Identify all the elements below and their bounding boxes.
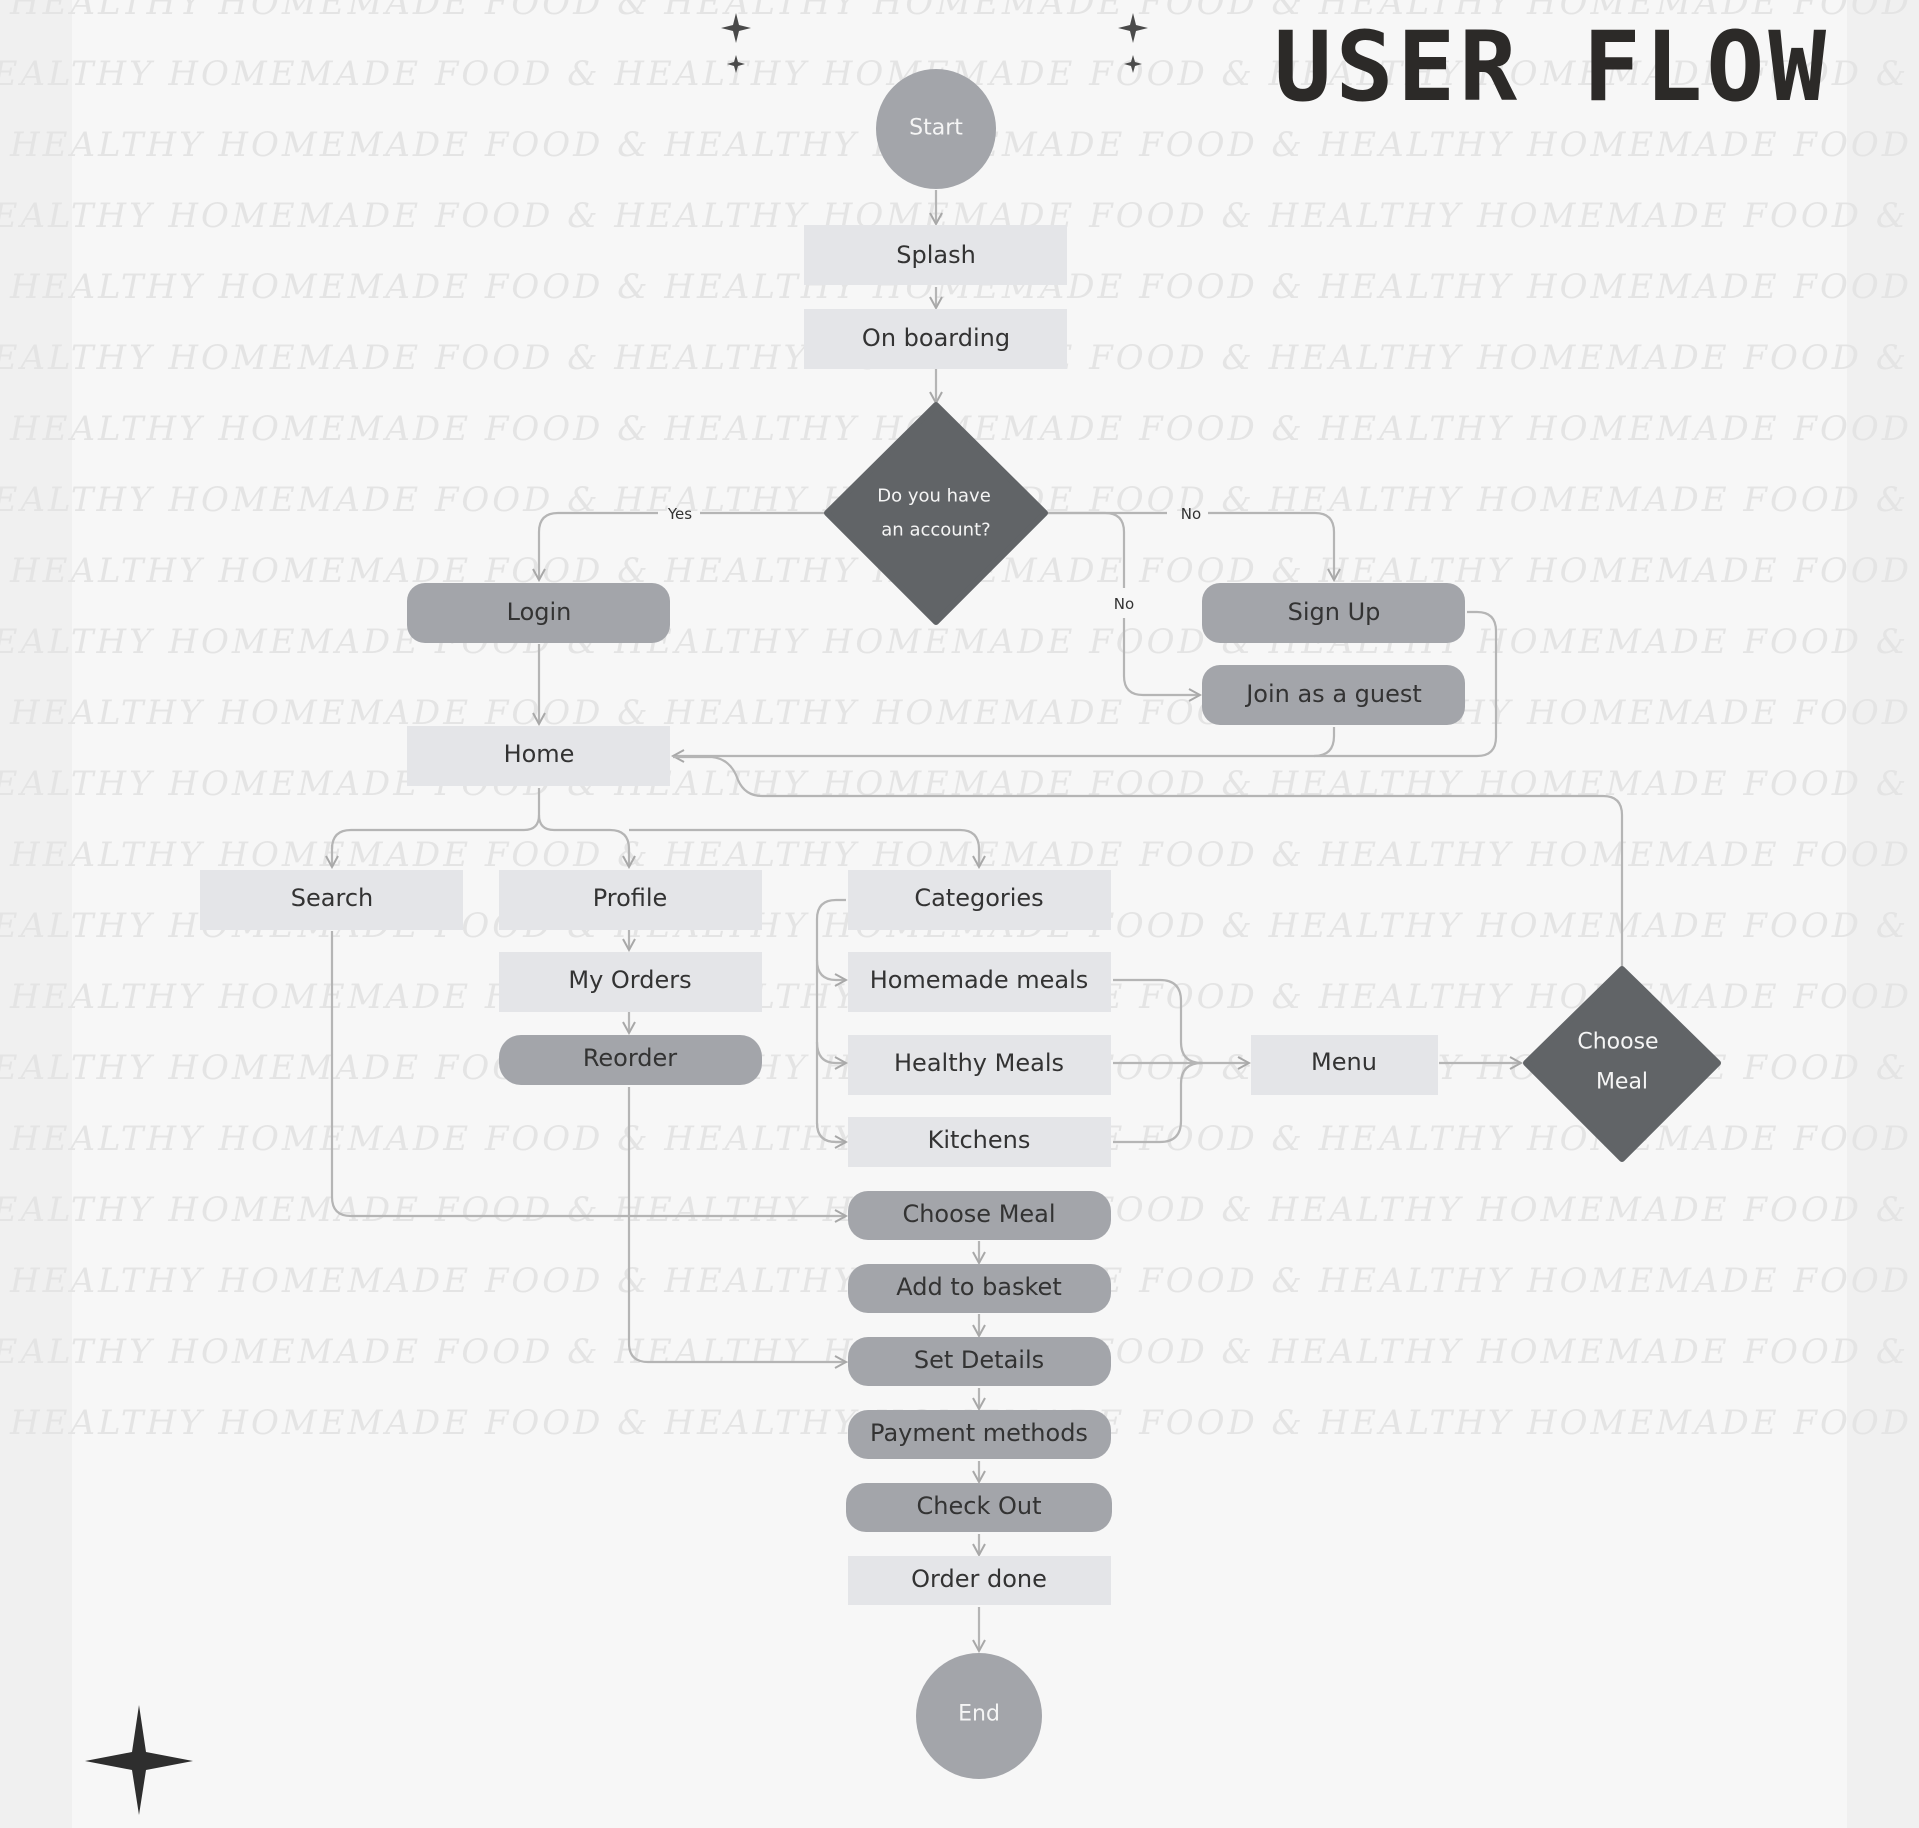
- choose-meal-decision-line-1: Choose: [1577, 1030, 1658, 1055]
- my-orders-node: My Orders: [499, 952, 762, 1012]
- end-node: End: [916, 1653, 1042, 1779]
- edge-home-categories: [629, 828, 979, 867]
- edge-kitchens-menu: [1113, 1061, 1203, 1144]
- add-to-basket-label: Add to basket: [896, 1273, 1061, 1301]
- onboarding-label: On boarding: [862, 324, 1010, 352]
- sparkle-icon: [1118, 13, 1148, 73]
- home-node: Home: [407, 726, 670, 786]
- search-node: Search: [200, 870, 463, 930]
- payment-methods-node: Payment methods: [848, 1410, 1111, 1459]
- edge-homemade-menu: [1113, 978, 1203, 1065]
- my-orders-label: My Orders: [568, 966, 691, 994]
- edge-home-profile: [537, 814, 629, 867]
- check-out-node: Check Out: [846, 1483, 1112, 1532]
- onboarding-node: On boarding: [804, 309, 1067, 369]
- edge-label-no: No: [1114, 595, 1134, 613]
- guest-node: Join as a guest: [1202, 665, 1465, 725]
- homemade-meals-label: Homemade meals: [870, 966, 1089, 994]
- add-to-basket-node: Add to basket: [848, 1264, 1111, 1313]
- order-done-node: Order done: [848, 1556, 1111, 1605]
- watermark-row: HEALTHY HOMEMADE FOOD & HEALTHY HOMEMADE…: [0, 764, 1919, 804]
- categories-node: Categories: [848, 870, 1111, 930]
- kitchens-label: Kitchens: [928, 1126, 1031, 1154]
- healthy-meals-label: Healthy Meals: [894, 1049, 1064, 1077]
- kitchens-node: Kitchens: [848, 1117, 1111, 1167]
- splash-label: Splash: [896, 241, 976, 269]
- edge-home-branch: [330, 788, 541, 850]
- categories-label: Categories: [914, 884, 1043, 912]
- connector-lines: [330, 190, 1624, 1651]
- signup-node: Sign Up: [1202, 583, 1465, 643]
- edge-choosemeal-home: [673, 755, 1624, 967]
- choose-meal-decision-line-2: Meal: [1596, 1070, 1648, 1095]
- profile-label: Profile: [593, 884, 668, 912]
- end-label: End: [958, 1702, 1000, 1727]
- edge-categories-homemade: [815, 959, 846, 980]
- order-done-label: Order done: [911, 1565, 1047, 1593]
- watermark-row: HEALTHY HOMEMADE FOOD & HEALTHY HOMEMADE…: [9, 835, 1919, 875]
- check-out-label: Check Out: [917, 1492, 1042, 1520]
- watermark-row: HEALTHY HOMEMADE FOOD & HEALTHY HOMEMADE…: [9, 0, 1919, 23]
- decision-line-2: an account?: [881, 520, 990, 541]
- choose-meal-decision-node: Choose Meal: [1523, 966, 1721, 1162]
- menu-label: Menu: [1311, 1048, 1377, 1076]
- edge-label-no: No: [1181, 505, 1201, 523]
- home-label: Home: [504, 740, 575, 768]
- edge-decision-guest: [1046, 511, 1200, 695]
- guest-label: Join as a guest: [1244, 680, 1422, 708]
- profile-node: Profile: [499, 870, 762, 930]
- choose-meal-node: Choose Meal: [848, 1191, 1111, 1240]
- choose-meal-label: Choose Meal: [902, 1200, 1055, 1228]
- page-title: USER FLOW: [1274, 11, 1830, 123]
- edge-guest-home: [1313, 727, 1336, 758]
- homemade-meals-node: Homemade meals: [848, 952, 1111, 1012]
- edge-reorder-setdetails: [627, 1087, 846, 1362]
- reorder-node: Reorder: [499, 1035, 762, 1085]
- set-details-label: Set Details: [914, 1346, 1044, 1374]
- start-label: Start: [909, 116, 963, 141]
- edge-decision-login: [539, 511, 826, 580]
- payment-methods-label: Payment methods: [870, 1419, 1088, 1447]
- search-label: Search: [291, 884, 373, 912]
- reorder-label: Reorder: [583, 1044, 677, 1072]
- decision-line-1: Do you have: [877, 486, 991, 507]
- sparkle-icon: [85, 1705, 193, 1815]
- login-label: Login: [507, 598, 572, 626]
- login-node: Login: [407, 583, 670, 643]
- watermark-row: HEALTHY HOMEMADE FOOD & HEALTHY HOMEMADE…: [0, 622, 1919, 662]
- healthy-meals-node: Healthy Meals: [848, 1035, 1111, 1095]
- edge-categories-healthy: [815, 1041, 846, 1063]
- edge-search-choosemeal: [330, 931, 846, 1216]
- set-details-node: Set Details: [848, 1337, 1111, 1386]
- edge-label-yes: Yes: [667, 505, 692, 523]
- splash-node: Splash: [804, 225, 1067, 285]
- start-node: Start: [876, 69, 996, 189]
- menu-node: Menu: [1251, 1035, 1438, 1095]
- sparkle-icon: [721, 13, 751, 73]
- signup-label: Sign Up: [1288, 598, 1381, 626]
- edge-signup-home: [673, 610, 1498, 756]
- account-decision-node: Do you have an account?: [824, 402, 1048, 625]
- watermark-row: HEALTHY HOMEMADE FOOD & HEALTHY HOMEMADE…: [9, 693, 1919, 733]
- edge-categories-kitchens: [815, 1122, 846, 1142]
